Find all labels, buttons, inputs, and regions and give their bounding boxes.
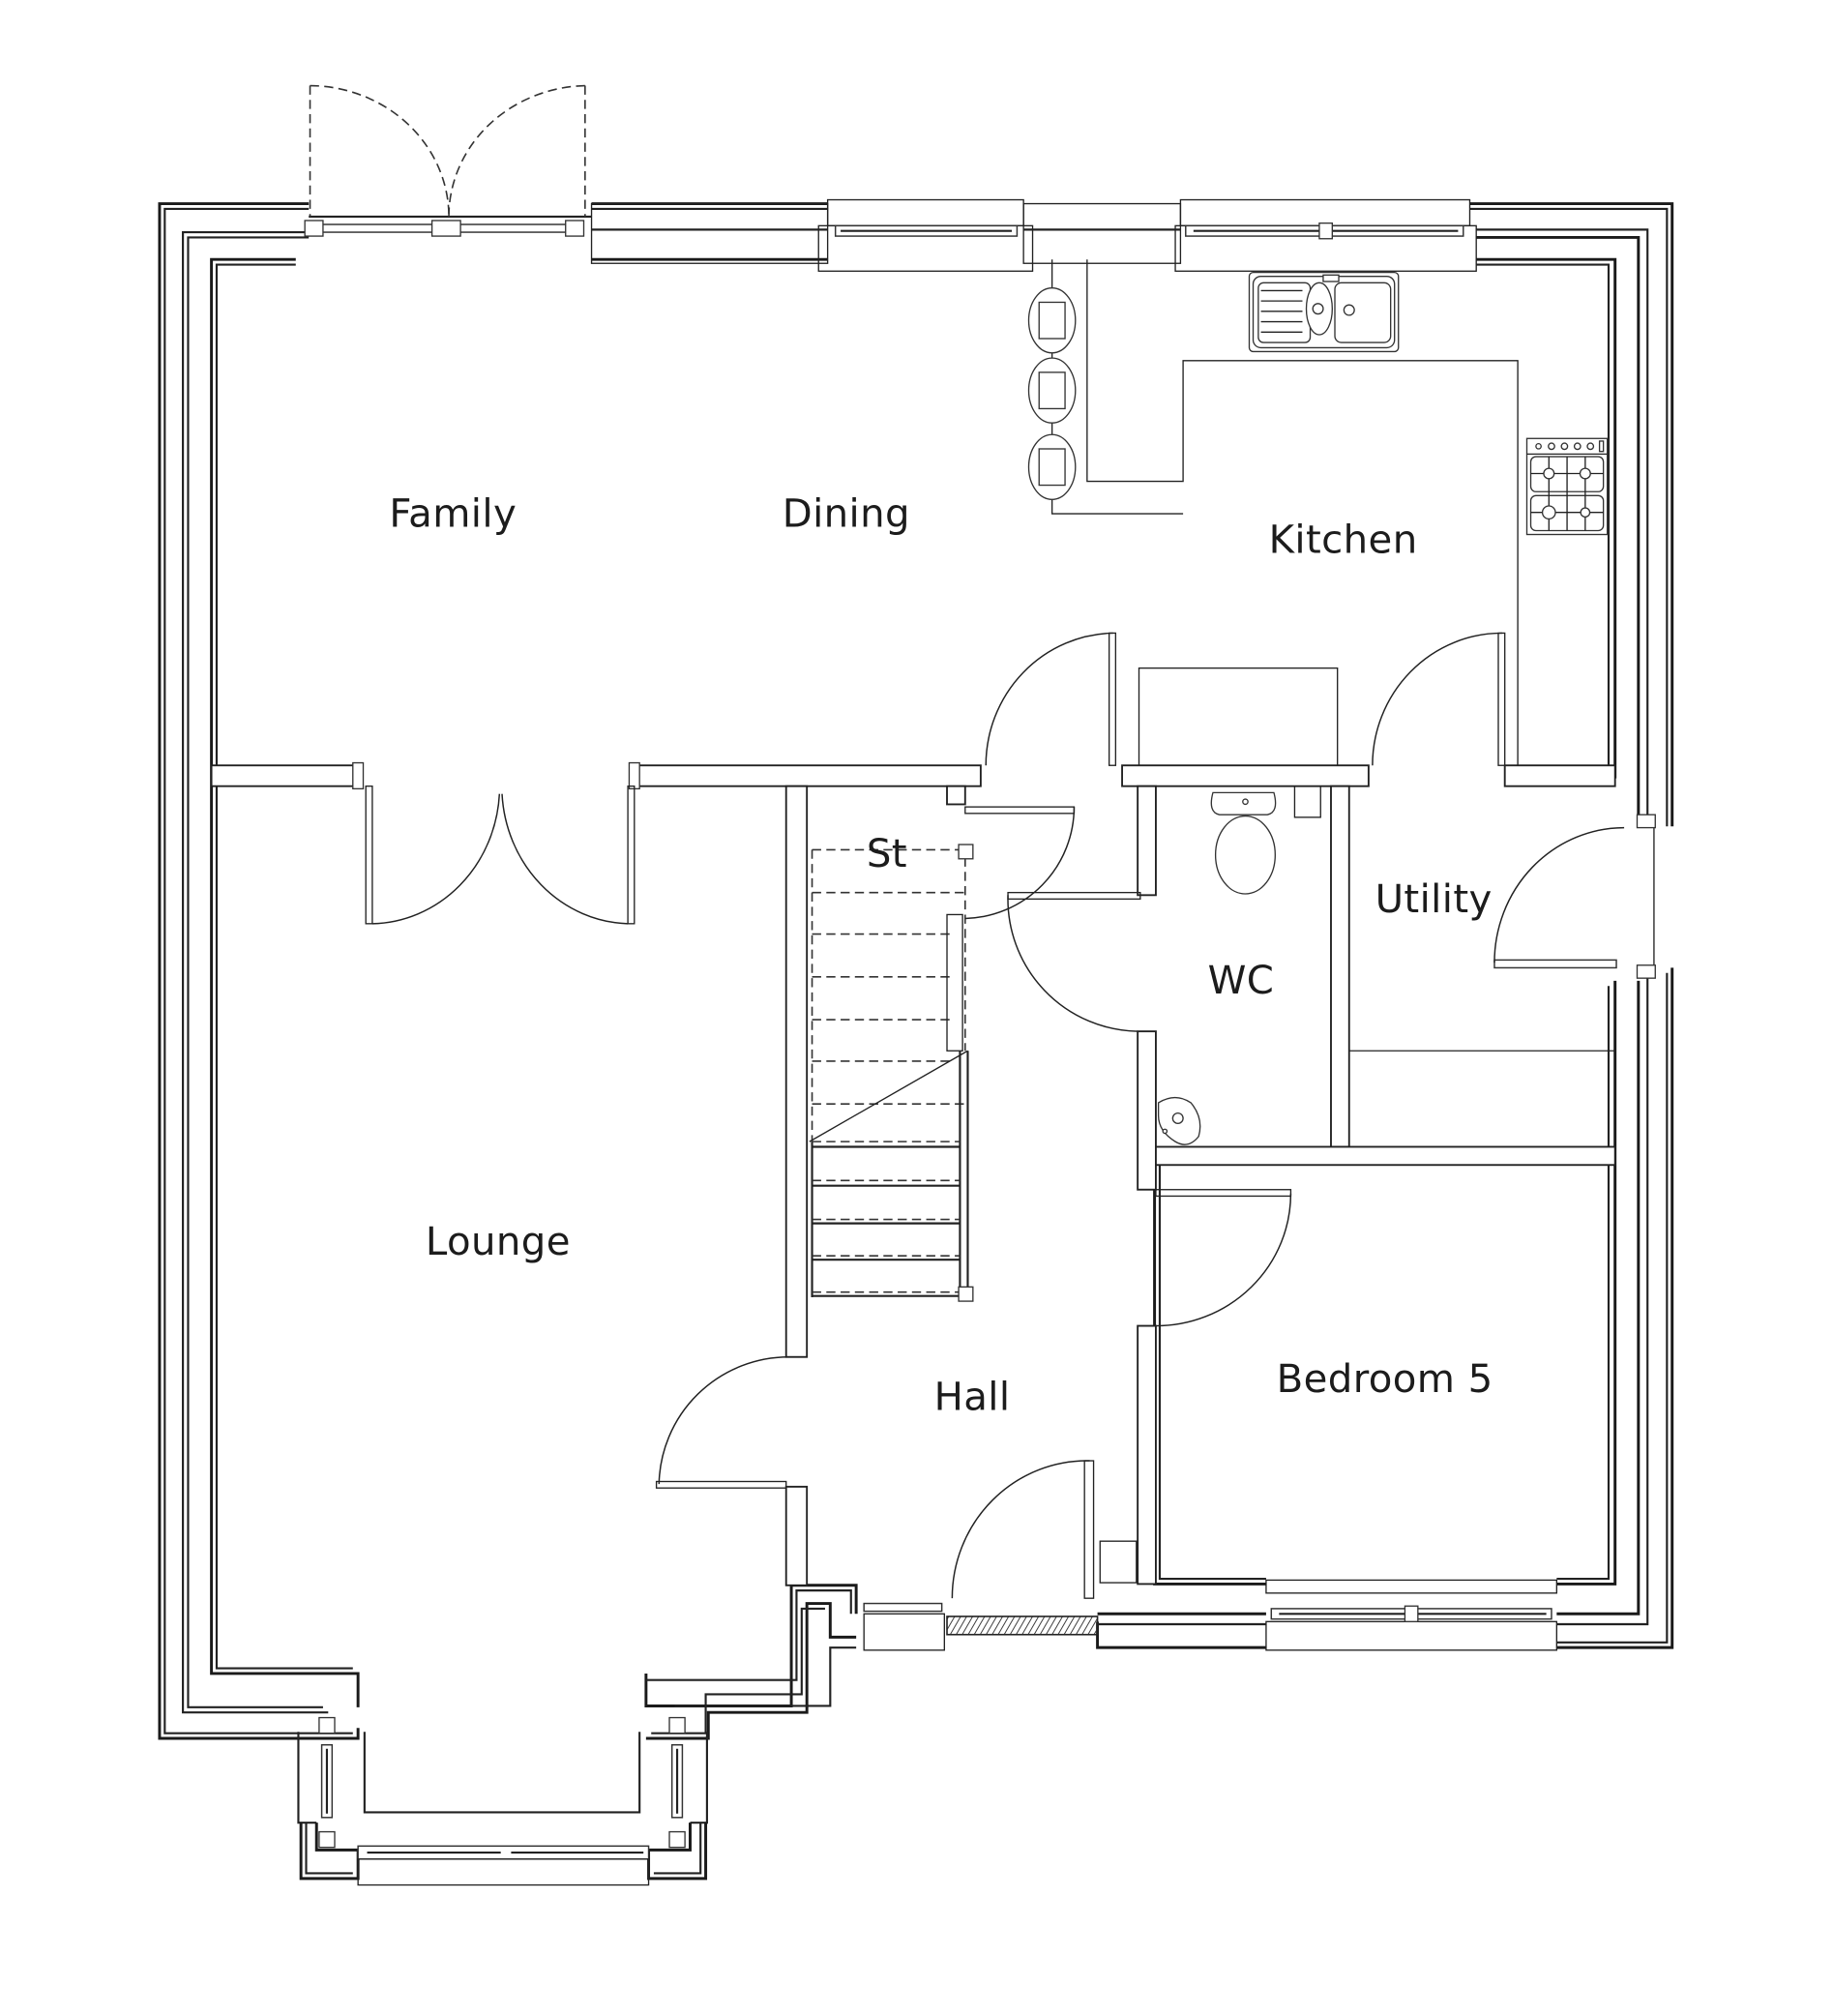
double-sink-icon <box>1248 271 1400 353</box>
exterior-walls <box>158 198 1674 1886</box>
bar-stools <box>1027 287 1077 500</box>
interior-walls <box>210 259 1616 1586</box>
windows <box>834 222 1552 1622</box>
doors <box>365 632 1656 1651</box>
room-label-wc: WC <box>1208 959 1275 1003</box>
room-label-bedroom-5: Bedroom 5 <box>1277 1357 1493 1402</box>
room-label-storage: St <box>867 832 907 876</box>
toilet-icon <box>1210 786 1321 895</box>
room-label-lounge: Lounge <box>426 1220 571 1264</box>
room-label-dining: Dining <box>783 491 910 536</box>
room-label-kitchen: Kitchen <box>1269 518 1418 562</box>
hob-icon <box>1525 437 1609 536</box>
room-label-utility: Utility <box>1375 877 1493 922</box>
bar-stool-icon <box>1027 287 1077 354</box>
room-label-hall: Hall <box>934 1376 1011 1420</box>
room-label-family: Family <box>389 491 517 536</box>
wash-basin-icon <box>1157 1096 1201 1145</box>
bar-stool-icon <box>1027 433 1077 500</box>
bar-stool-icon <box>1027 357 1077 424</box>
room-labels: Family Dining Kitchen St Utility WC Loun… <box>389 491 1493 1419</box>
french-doors <box>304 84 592 237</box>
staircase <box>809 844 974 1302</box>
